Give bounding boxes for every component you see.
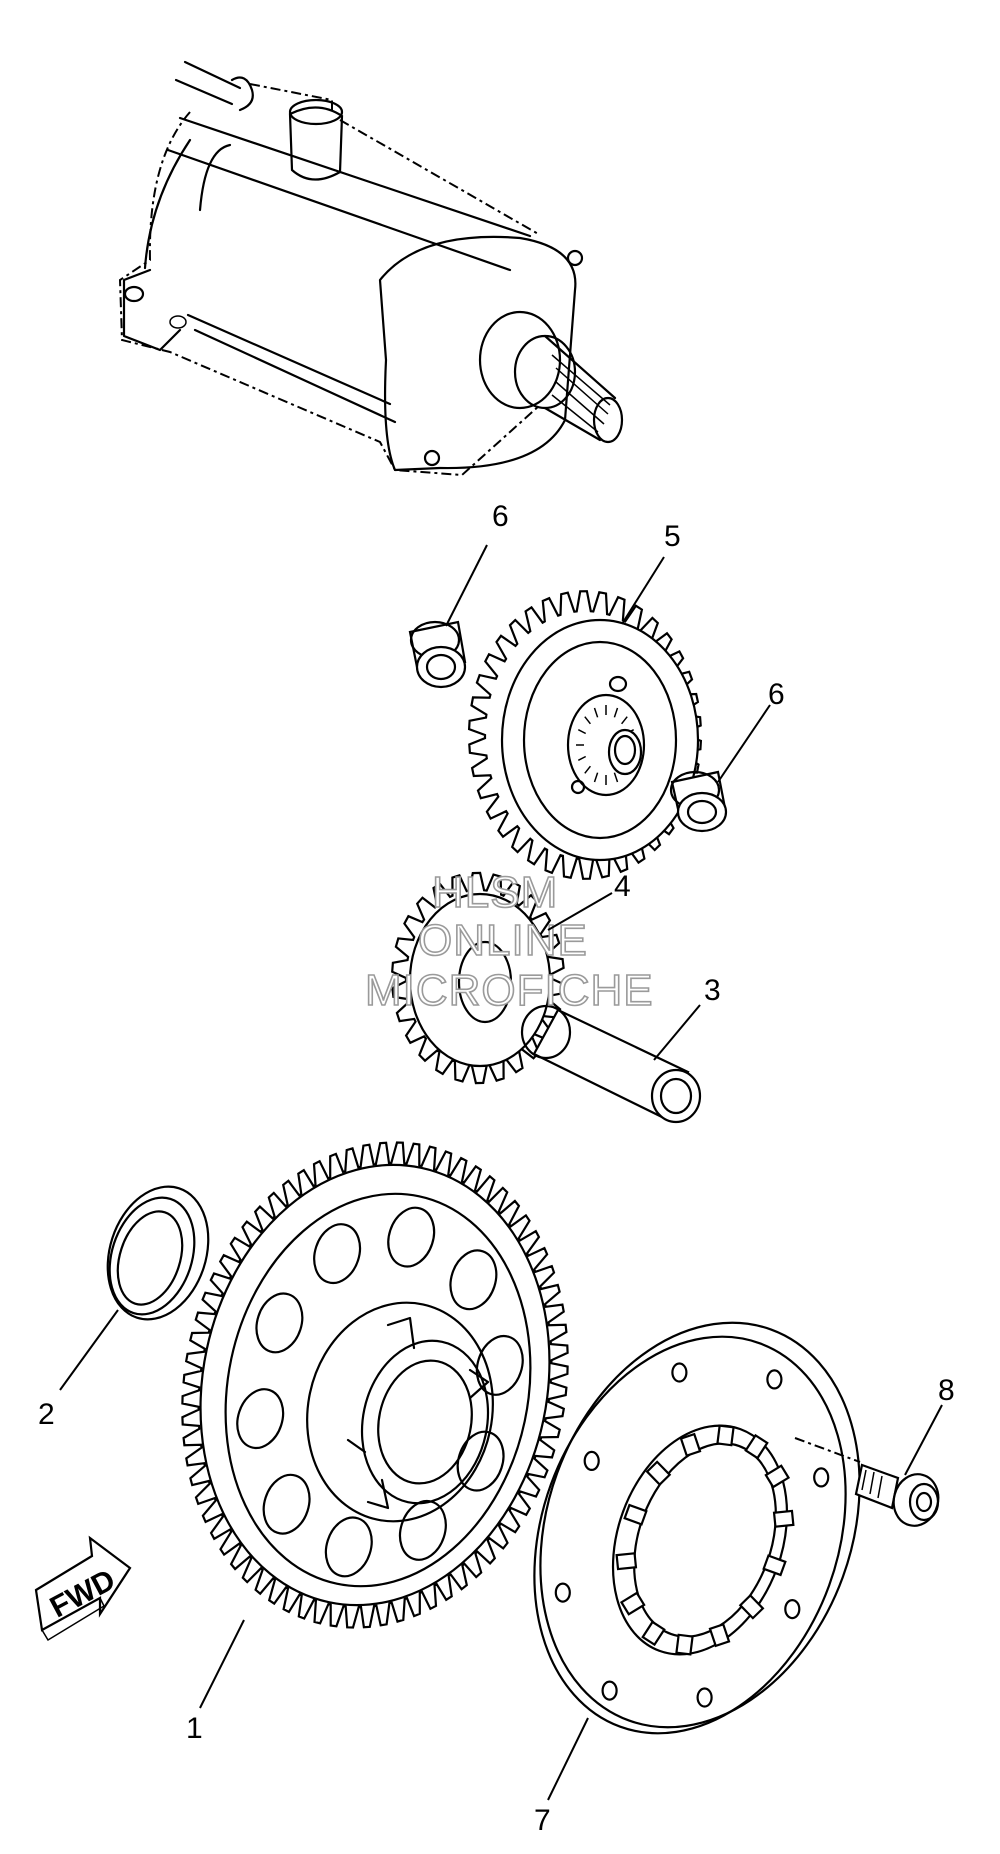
label-part-4: 4: [614, 870, 631, 903]
clutch-roller: [738, 1593, 765, 1620]
clutch-roller: [675, 1633, 694, 1656]
watermark-line-3: MICROFICHE: [365, 966, 654, 1015]
gear-1-hole: [236, 1388, 285, 1450]
gear-1-hole: [255, 1292, 304, 1354]
label-part-6-lower: 6: [768, 678, 785, 711]
clutch-bolt-hole: [696, 1687, 713, 1708]
label-part-5: 5: [664, 520, 681, 553]
clutch-bolt-hole: [601, 1680, 618, 1701]
clutch-bolt-hole: [766, 1369, 783, 1390]
watermark-line-2: ONLINE: [418, 916, 588, 965]
watermark-line-1: HLSM: [432, 868, 558, 917]
clutch-roller: [772, 1509, 795, 1528]
clutch-roller: [764, 1464, 791, 1489]
label-part-8: 8: [938, 1374, 955, 1407]
clutch-roller: [641, 1620, 666, 1647]
label-part-7: 7: [534, 1804, 551, 1837]
clutch-roller: [645, 1460, 672, 1487]
clutch-bolt-hole: [813, 1467, 830, 1488]
clutch-roller: [619, 1591, 646, 1616]
leader-lines: [59, 544, 943, 1801]
label-part-6-upper: 6: [492, 500, 509, 533]
fwd-arrow: FWD: [34, 1535, 132, 1642]
clutch-bolt-hole: [784, 1598, 801, 1620]
part-2-washer: [106, 1185, 210, 1321]
watermark: HLSM ONLINE MICROFICHE: [364, 867, 654, 1016]
gear-1-hole: [262, 1473, 311, 1535]
label-part-1: 1: [186, 1712, 203, 1745]
gear-1-hole: [475, 1334, 524, 1396]
gear-1-hole: [449, 1249, 498, 1311]
part-6-bushing-lower: [669, 770, 728, 833]
clutch-roller: [708, 1622, 731, 1648]
clutch-roller: [679, 1432, 702, 1458]
part-5-idler-gear: [467, 590, 703, 880]
part-1-large-gear: [181, 1141, 569, 1629]
gear-1-hole: [387, 1206, 436, 1268]
part-6-bushing-upper: [408, 620, 467, 689]
gear-1-hole: [313, 1223, 362, 1285]
clutch-roller: [615, 1552, 638, 1571]
label-part-2: 2: [38, 1398, 55, 1431]
clutch-roller: [623, 1503, 648, 1526]
part-labels: 6 5 6 4 3 2 1 7 8: [38, 500, 955, 1837]
clutch-roller: [762, 1554, 787, 1577]
label-part-3: 3: [704, 974, 721, 1007]
part-8-bolt: [794, 1437, 940, 1527]
part-7-one-way-clutch: [533, 1321, 861, 1735]
clutch-bolt-hole: [671, 1362, 688, 1383]
part-4-gear: [391, 871, 565, 1085]
clutch-bolt-hole: [554, 1582, 571, 1603]
clutch-roller: [744, 1433, 769, 1460]
clutch-roller: [716, 1424, 735, 1447]
part-3-shaft: [520, 1004, 702, 1124]
starter-motor: [118, 60, 624, 477]
gear-1-hole: [324, 1516, 373, 1578]
clutch-bolt-hole: [583, 1450, 600, 1472]
